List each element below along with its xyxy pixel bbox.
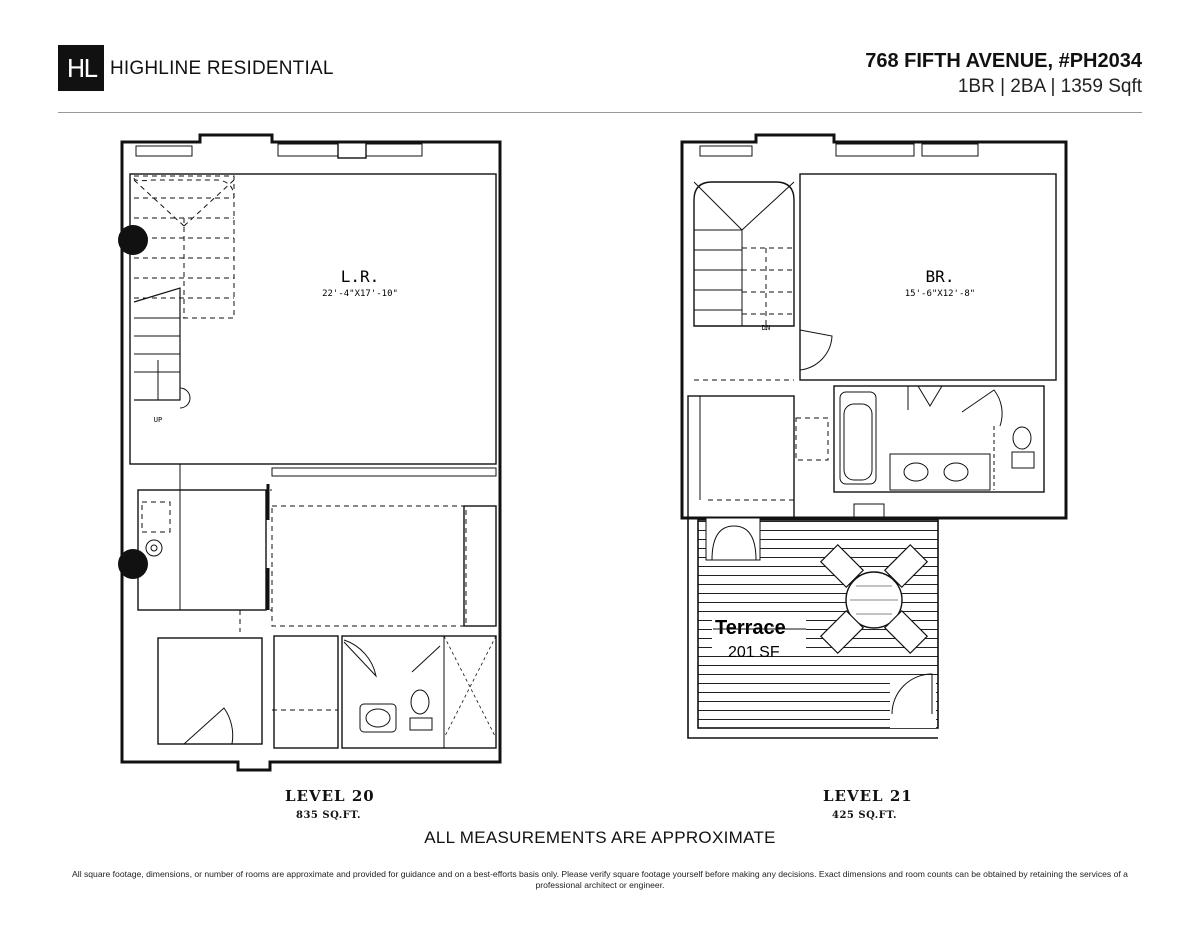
level-20-plan xyxy=(118,133,502,772)
level-21-label: LEVEL 21 xyxy=(823,787,913,805)
terrace-area: 201 SF xyxy=(728,644,780,661)
disclaimer-text: All square footage, dimensions, or numbe… xyxy=(72,869,1128,890)
living-room-label: L.R. xyxy=(341,267,380,286)
terrace-label: Terrace xyxy=(715,617,786,639)
bedroom-label: BR. xyxy=(926,267,955,286)
approximate-measurements-note: ALL MEASUREMENTS ARE APPROXIMATE xyxy=(424,828,776,847)
listing-address: 768 FIFTH AVENUE, #PH2034 xyxy=(865,50,1142,72)
bedroom-dimensions: 15'-6"X12'-8" xyxy=(905,289,975,299)
level-20-sqft: 835 SQ.FT. xyxy=(296,810,362,821)
logo-mark-text: HL xyxy=(66,53,98,83)
brand-name: HIGHLINE RESIDENTIAL xyxy=(110,58,334,79)
living-room-dimensions: 22'-4"X17'-10" xyxy=(322,289,398,299)
stair-up-label: UP xyxy=(154,416,162,424)
header-divider xyxy=(58,112,1142,113)
level-21-plan xyxy=(680,133,1068,739)
level-20-label: LEVEL 20 xyxy=(285,787,375,805)
stair-down-label: DN xyxy=(762,324,770,332)
level-21-sqft: 425 SQ.FT. xyxy=(832,810,898,821)
logo-mark: HL xyxy=(58,45,104,91)
listing-stats: 1BR | 2BA | 1359 Sqft xyxy=(957,76,1142,97)
